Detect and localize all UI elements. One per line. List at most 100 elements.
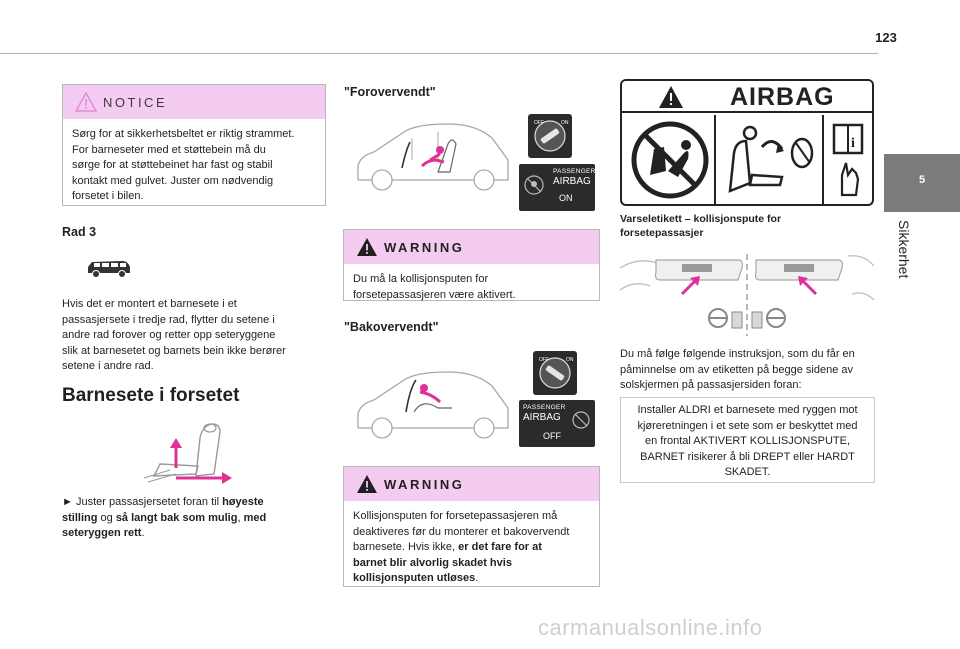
- warning-2-header: WARNING: [344, 467, 599, 501]
- notice-header: NOTICE: [63, 85, 325, 119]
- header-rule: [0, 53, 878, 54]
- instruction-line-3: seteryggen rett.: [62, 526, 332, 542]
- airbag-label-divider: [714, 115, 716, 204]
- svg-text:OFF: OFF: [539, 357, 549, 363]
- label-off-state: OFF: [543, 431, 561, 441]
- label-off-line1: PASSENGER: [523, 404, 566, 411]
- label-on-line1: PASSENGER: [553, 168, 596, 175]
- label-off-line2: AIRBAG: [523, 412, 561, 423]
- watermark: carmanualsonline.info: [538, 615, 763, 640]
- warning-triangle-icon: [659, 86, 683, 108]
- chapter-tab[interactable]: [884, 154, 960, 212]
- forward-heading: "Forovervendt": [344, 85, 436, 99]
- sun-visor-label-illustration: [620, 254, 874, 336]
- warning-2-body: Kollisjonsputen for forsetepassasjeren m…: [344, 501, 599, 595]
- boxed-line: en frontal AKTIVERT KOLLISJONSPUTE,: [644, 435, 850, 447]
- notice-line: kontakt med gulvet. Juster om nødvendig: [72, 174, 274, 187]
- rad3-line: andre rad forover og retter opp seterygg…: [62, 329, 276, 341]
- manual-and-hand-icon: i: [832, 123, 864, 197]
- airbag-key-switch-off-icon: OFF ON: [533, 351, 577, 395]
- airbag-key-switch-on-icon: OFF ON: [528, 114, 572, 158]
- warning-1-line: Du må la kollisjonsputen for: [353, 273, 489, 285]
- warning-triangle-icon: [357, 238, 377, 256]
- svg-text:OFF: OFF: [534, 120, 544, 126]
- airbag-label-divider: [822, 115, 824, 204]
- rear-heading: "Bakovervendt": [344, 320, 439, 334]
- rad3-line: Hvis det er montert et barnesete i et: [62, 298, 237, 310]
- boxed-warning-text: Installer ALDRI et barnesete med ryggen …: [620, 397, 875, 483]
- instruction-bold: så langt bak som mulig: [115, 511, 238, 524]
- rear-facing-car-illustration: [357, 371, 509, 439]
- caption-line: Varseletikett – kollisjonspute for: [620, 213, 782, 225]
- notice-line: forsetet i bilen.: [72, 190, 144, 202]
- visor-instruction: Du må følge følgende instruksjon, som du…: [620, 347, 880, 394]
- notice-heading: NOTICE: [103, 94, 168, 110]
- page-number: 123: [875, 30, 897, 45]
- warning-1-header: WARNING: [344, 230, 599, 264]
- instruction-text: .: [141, 527, 145, 539]
- notice-body: Sørg for at sikkerhetsbeltet er riktig s…: [63, 119, 325, 213]
- warning-2-heading: WARNING: [384, 476, 465, 492]
- svg-text:ON: ON: [561, 120, 569, 126]
- chapter-title-text: Sikkerhet: [896, 220, 912, 279]
- rad3-line: slik at barnesetet og barnets bein ikke …: [62, 344, 286, 357]
- notice-line: Sørg for at sikkerhetsbeltet er riktig s…: [72, 128, 295, 140]
- airbag-crossed-icon: [572, 411, 590, 429]
- rad3-line: passasjersete i tredje rad, flytter du s…: [62, 313, 275, 326]
- instruction-bold: høyeste: [222, 496, 264, 508]
- airbag-label-header: AIRBAG: [622, 81, 872, 113]
- instruction-text: og: [97, 511, 116, 524]
- instruction-bold: stilling: [62, 511, 98, 524]
- warning-triangle-icon: [75, 92, 97, 112]
- instruction-bold: seteryggen rett: [62, 527, 142, 539]
- no-rear-facing-seat-icon: [631, 121, 709, 199]
- seat-airbag-deploy-icon: [728, 125, 814, 193]
- airbag-warning-label: AIRBAG i: [620, 79, 874, 206]
- seat-instruction: ► Juster passasjersetet foran til høyest…: [62, 495, 332, 542]
- svg-text:ON: ON: [566, 357, 574, 363]
- svg-text:i: i: [851, 136, 855, 151]
- warning-1-line: forsetepassasjeren være aktivert.: [353, 288, 516, 301]
- warning-1-heading: WARNING: [384, 239, 465, 255]
- warning-2-bold: er det fare for at: [458, 541, 542, 553]
- notice-line: For barneseter med et støttebein må du: [72, 143, 266, 156]
- forward-facing-car-illustration: [357, 123, 509, 191]
- visor-line: solskjermen på passasjersiden foran:: [620, 379, 802, 391]
- instruction-line-2: stilling og så langt bak som mulig, med: [62, 511, 332, 527]
- warning-triangle-icon: [357, 475, 377, 493]
- warning-box-1: WARNING Du må la kollisjonsputen for for…: [343, 229, 600, 301]
- passenger-airbag-on-label: PASSENGER AIRBAG ON: [519, 164, 595, 211]
- chapter-number: 5: [918, 174, 926, 186]
- label-on-line2: AIRBAG: [553, 176, 591, 187]
- boxed-line: Installer ALDRI et barnesete med ryggen …: [637, 404, 858, 416]
- warning-1-body: Du må la kollisjonsputen for forsetepass…: [344, 264, 599, 311]
- warning-2-text: barnesete. Hvis ikke,: [353, 541, 459, 553]
- rad3-heading: Rad 3: [62, 225, 97, 239]
- warning-2-text: .: [475, 572, 479, 584]
- notice-box: NOTICE Sørg for at sikkerhetsbeltet er r…: [62, 84, 326, 206]
- warning-box-2: WARNING Kollisjonsputen for forsetepassa…: [343, 466, 600, 587]
- warning-2-line: barnesete. Hvis ikke, er det fare for at: [353, 540, 591, 556]
- airbag-crossed-icon: [524, 175, 544, 195]
- section-title: Barnesete i forsetet: [62, 385, 240, 406]
- warning-2-bold: barnet blir alvorlig skadet hvis: [353, 556, 512, 569]
- rad3-body: Hvis det er montert et barnesete i et pa…: [62, 297, 332, 375]
- airbag-label-title: AIRBAG: [730, 83, 835, 111]
- caption-line: forsetepassasjer: [620, 227, 704, 239]
- visor-line: påminnelse om av etiketten på begge side…: [620, 363, 853, 376]
- minivan-icon: [88, 261, 130, 278]
- warning-2-line: barnet blir alvorlig skadet hvis: [353, 556, 591, 572]
- warning-2-line: Kollisjonsputen for forsetepassasjeren m…: [353, 510, 558, 522]
- notice-line: sørge for at støttebeinet har fast og st…: [72, 159, 273, 171]
- warning-2-line: kollisjonsputen utløses.: [353, 571, 591, 587]
- instruction-bold: med: [243, 511, 267, 524]
- seat-adjust-illustration: [143, 423, 232, 484]
- chapter-title: Sikkerhet: [880, 220, 920, 300]
- bullet-arrow: ►: [62, 496, 73, 508]
- warning-2-bold: kollisjonsputen utløses: [353, 572, 476, 584]
- instruction-text: Juster passasjersetet foran til: [72, 496, 223, 508]
- boxed-line: BARNET risikerer å bli DREPT eller HARDT: [640, 450, 855, 463]
- visor-line: Du må følge følgende instruksjon, som du…: [620, 348, 855, 360]
- warning-2-line: deaktiveres før du monterer et bakoverve…: [353, 525, 570, 538]
- rad3-line: setene i andre rad.: [62, 360, 154, 372]
